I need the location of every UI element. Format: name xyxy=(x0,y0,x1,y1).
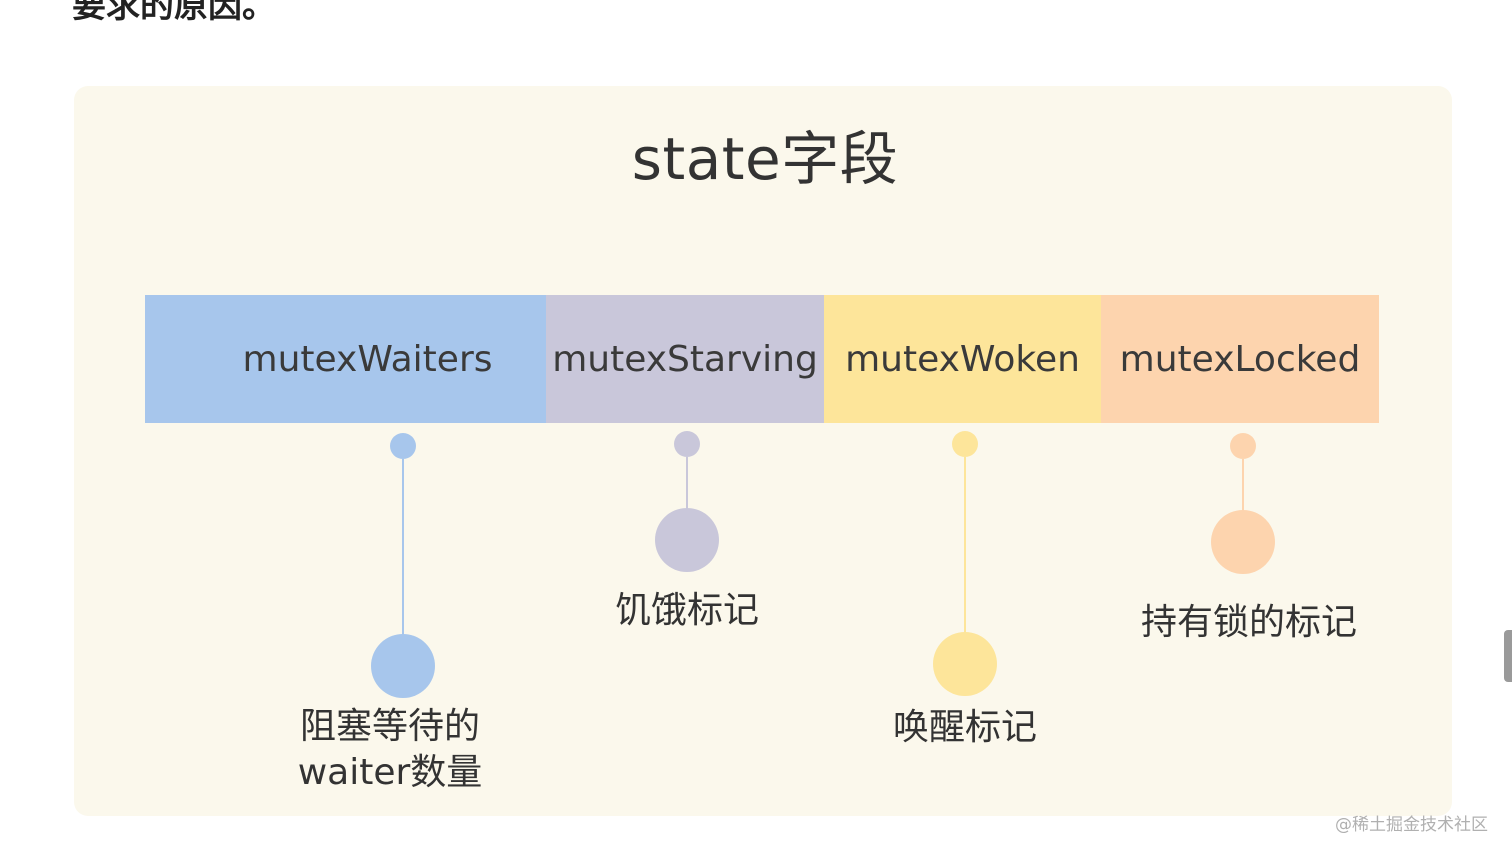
field-label: mutexStarving xyxy=(552,338,818,380)
caption-woken: 唤醒标记 xyxy=(845,705,1085,751)
field-mutex-locked: mutexLocked xyxy=(1101,295,1379,423)
field-mutex-waiters: mutexWaiters xyxy=(145,295,546,423)
diagram-title: state字段 xyxy=(631,125,899,193)
caption-waiters: 阻塞等待的 waiter数量 xyxy=(270,704,510,796)
connector-small-dot xyxy=(390,433,416,459)
caption-line: 唤醒标记 xyxy=(892,707,1037,748)
caption-line: 持有锁的标记 xyxy=(1140,602,1357,643)
connector-line xyxy=(1242,459,1244,511)
connector-line xyxy=(964,457,966,633)
connector-small-dot xyxy=(952,431,978,457)
body-text-fragment: 要求的原因。 xyxy=(72,0,276,26)
caption-line: waiter数量 xyxy=(297,752,483,793)
field-label: mutexLocked xyxy=(1119,338,1361,380)
scrollbar-thumb[interactable] xyxy=(1504,630,1512,682)
caption-line: 饥饿标记 xyxy=(614,590,759,631)
field-label: mutexWoken xyxy=(845,338,1080,380)
field-mutex-woken: mutexWoken xyxy=(824,295,1101,423)
connector-large-dot xyxy=(371,634,435,698)
connector-line xyxy=(402,459,404,635)
field-label: mutexWaiters xyxy=(242,338,493,380)
watermark: @稀土掘金技术社区 xyxy=(1335,815,1488,835)
caption-starving: 饥饿标记 xyxy=(567,588,807,634)
caption-line: 阻塞等待的 xyxy=(299,706,480,747)
connector-large-dot xyxy=(933,632,997,696)
connector-small-dot xyxy=(674,431,700,457)
connector-line xyxy=(686,457,688,509)
connector-large-dot xyxy=(1211,510,1275,574)
connector-small-dot xyxy=(1230,433,1256,459)
connector-large-dot xyxy=(655,508,719,572)
caption-locked: 持有锁的标记 xyxy=(1119,600,1379,646)
diagram-card xyxy=(74,86,1452,816)
field-mutex-starving: mutexStarving xyxy=(546,295,824,423)
